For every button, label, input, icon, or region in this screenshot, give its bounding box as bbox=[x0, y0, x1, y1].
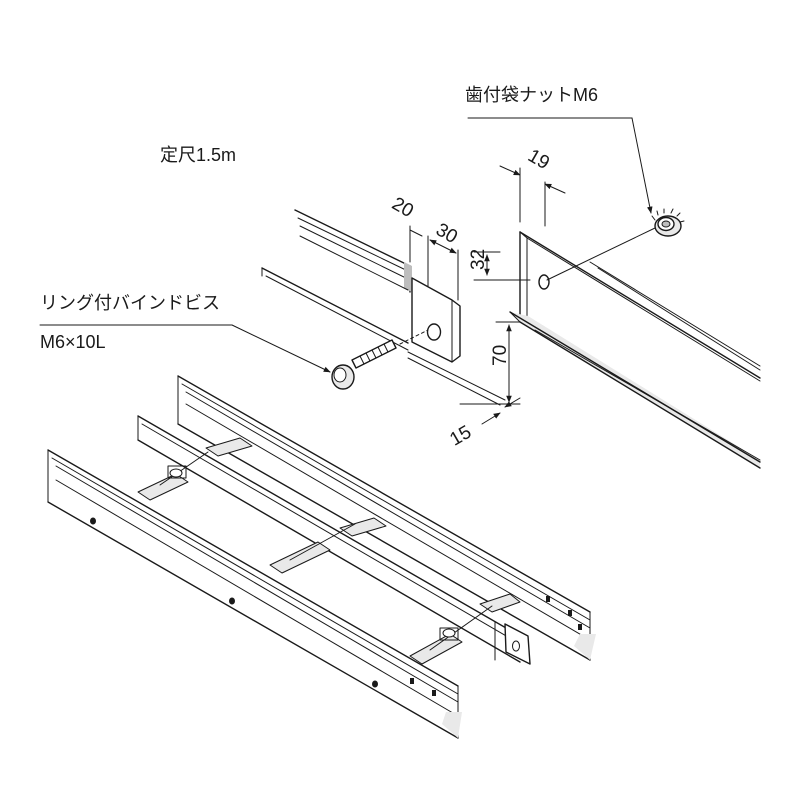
ruler-length-label: 定尺1.5m bbox=[160, 145, 237, 165]
screw-size-label: M6×10L bbox=[40, 332, 106, 352]
left-side-rail bbox=[261, 209, 412, 351]
dim-19: 19 bbox=[524, 145, 553, 174]
right-side-rail bbox=[509, 231, 761, 469]
screw-leader bbox=[231, 324, 331, 373]
dim-30: 30 bbox=[432, 219, 461, 248]
serrated-flange-nut-icon bbox=[651, 208, 685, 237]
front-side-rail bbox=[47, 449, 462, 739]
dim-15: 15 bbox=[446, 422, 475, 451]
dim-70: 70 bbox=[490, 345, 511, 366]
dimension-lines bbox=[409, 165, 566, 425]
dim-20: 20 bbox=[388, 193, 417, 222]
nut-axis-line bbox=[546, 227, 656, 281]
nut-leader bbox=[631, 117, 653, 214]
splice-plate-hole bbox=[426, 323, 442, 341]
dim-32: 32 bbox=[468, 249, 489, 270]
ladder-rungs bbox=[137, 437, 521, 665]
ring-binding-screw-icon bbox=[331, 339, 397, 390]
splice-plate bbox=[407, 277, 506, 406]
nut-label: 歯付袋ナットM6 bbox=[465, 85, 599, 105]
back-side-rail bbox=[177, 375, 596, 661]
cable-ladder-assembly bbox=[47, 375, 596, 739]
screw-label: リング付バインドビス bbox=[40, 293, 220, 313]
rail-bolt-hole bbox=[538, 274, 550, 290]
middle-side-rail bbox=[137, 415, 531, 665]
